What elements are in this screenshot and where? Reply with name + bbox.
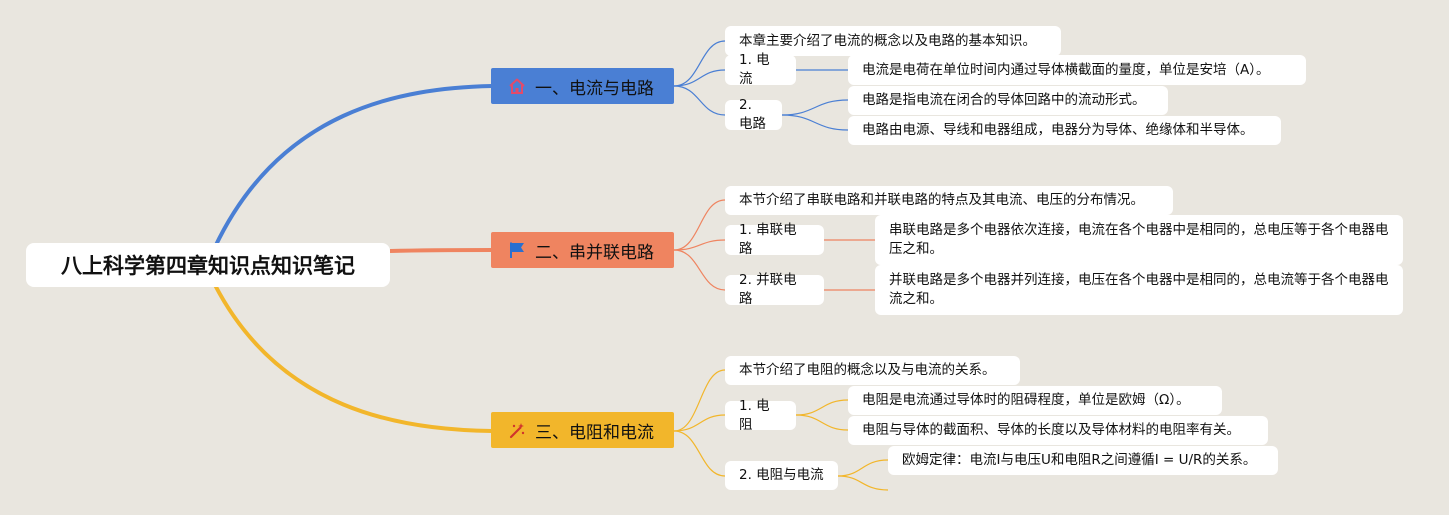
- branch-3-item-1[interactable]: 1. 电阻: [725, 398, 796, 433]
- connector-root-branch-2: [389, 248, 493, 253]
- branch-3-item-1-detail-2[interactable]: 电阻与导体的截面积、导体的长度以及导体材料的电阻率有关。: [848, 416, 1268, 445]
- branch-2-item-2-detail-1[interactable]: 并联电路是多个电器并列连接，电压在各个电器中是相同的，总电流等于各个电器电流之和…: [875, 265, 1403, 315]
- branch-1-item-2-detail-1[interactable]: 电路是指电流在闭合的导体回路中的流动形式。: [848, 86, 1168, 115]
- branch-3-item-2-detail-1[interactable]: 欧姆定律：电流I与电压U和电阻R之间遵循I = U/R的关系。: [888, 446, 1278, 475]
- branch-1-item-2-detail-2[interactable]: 电路由电源、导线和电器组成，电器分为导体、绝缘体和半导体。: [848, 116, 1281, 145]
- branch-2-intro[interactable]: 本节介绍了串联电路和并联电路的特点及其电流、电压的分布情况。: [725, 186, 1173, 215]
- flag-icon: [507, 240, 527, 260]
- connector-branch-3: [673, 369, 889, 491]
- branch-3-intro[interactable]: 本节介绍了电阻的概念以及与电流的关系。: [725, 356, 1020, 385]
- connector-branch-1: [673, 40, 849, 131]
- branch-2-topic[interactable]: 二、串并联电路: [491, 232, 674, 268]
- magic-wand-icon: [507, 420, 527, 440]
- connector-root-branch-3: [213, 284, 493, 433]
- branch-1-item-1[interactable]: 1. 电流: [725, 52, 796, 87]
- branch-2-item-1-detail-1[interactable]: 串联电路是多个电器依次连接，电流在各个电器中是相同的，总电压等于各个电器电压之和…: [875, 215, 1403, 265]
- branch-2-item-2[interactable]: 2. 并联电路: [725, 272, 824, 307]
- branch-1-topic[interactable]: 一、电流与电路: [491, 68, 674, 104]
- connector-root-branch-1: [213, 84, 493, 248]
- branch-3-item-1-detail-1[interactable]: 电阻是电流通过导体时的阻碍程度，单位是欧姆（Ω）。: [848, 386, 1222, 415]
- root-topic[interactable]: 八上科学第四章知识点知识笔记: [26, 243, 390, 287]
- branch-1-intro[interactable]: 本章主要介绍了电流的概念以及电路的基本知识。: [725, 26, 1061, 56]
- home-icon: [507, 76, 527, 96]
- connector-branch-2: [673, 199, 875, 291]
- branch-3-item-2[interactable]: 2. 电阻与电流: [725, 461, 838, 490]
- branch-1-item-1-detail-1[interactable]: 电流是电荷在单位时间内通过导体横截面的量度，单位是安培（A）。: [848, 55, 1306, 85]
- branch-3-topic[interactable]: 三、电阻和电流: [491, 412, 674, 448]
- branch-1-title: 一、电流与电路: [535, 78, 654, 99]
- branch-2-title: 二、串并联电路: [535, 242, 654, 263]
- branch-1-item-2[interactable]: 2. 电路: [725, 97, 782, 132]
- branch-2-item-1[interactable]: 1. 串联电路: [725, 222, 824, 257]
- branch-3-title: 三、电阻和电流: [535, 422, 654, 443]
